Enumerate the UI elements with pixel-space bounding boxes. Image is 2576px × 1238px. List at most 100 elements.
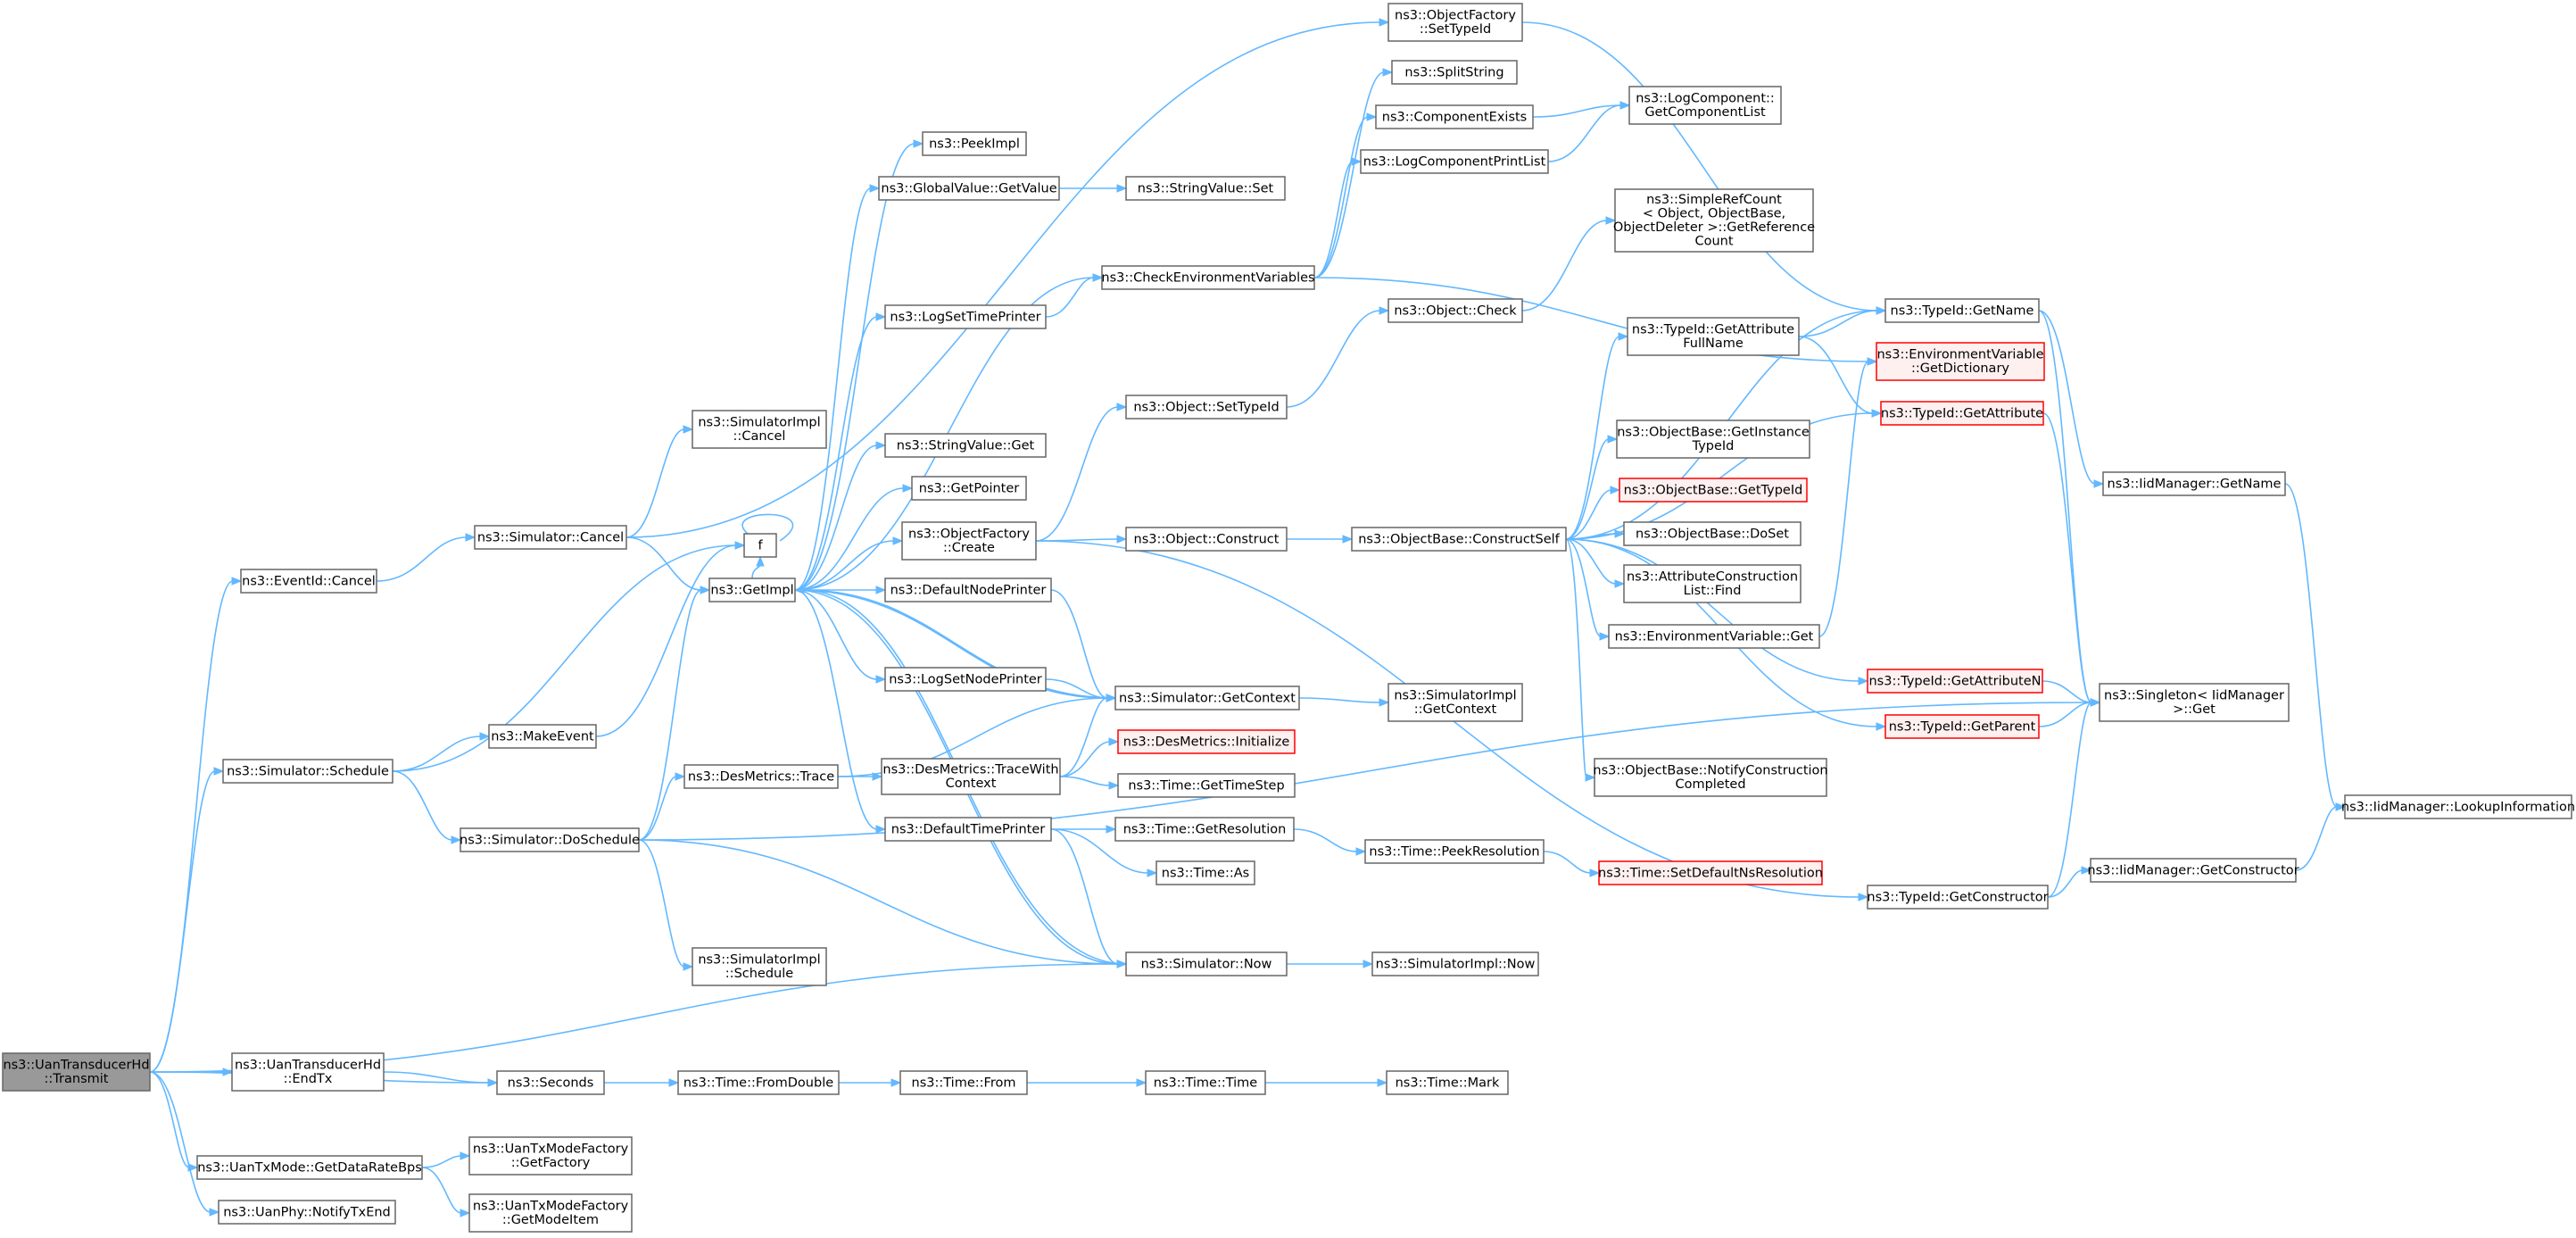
node-f[interactable]: f <box>743 533 777 558</box>
node-constructself[interactable]: ns3::ObjectBase::ConstructSelf <box>1351 527 1567 552</box>
node-typeid-getname[interactable]: ns3::TypeId::GetName <box>1884 298 2040 323</box>
node-getimpl[interactable]: ns3::GetImpl <box>708 577 796 602</box>
node-typeid-getattributen[interactable]: ns3::TypeId::GetAttributeN <box>1867 669 2043 694</box>
node-box <box>1125 951 1288 976</box>
node-seconds[interactable]: ns3::Seconds <box>496 1070 605 1095</box>
node-simimpl-getcontext[interactable]: ns3::SimulatorImpl::GetContext <box>1387 683 1523 722</box>
node-box <box>692 947 827 986</box>
node-sim-getcontext[interactable]: ns3::Simulator::GetContext <box>1114 685 1300 710</box>
node-time-gettimestep[interactable]: ns3::Time::GetTimeStep <box>1117 773 1296 798</box>
node-ob-doset[interactable]: ns3::ObjectBase::DoSet <box>1623 521 1802 546</box>
node-makeevent[interactable]: ns3::MakeEvent <box>488 724 597 749</box>
call-edge-arrowhead <box>1599 632 1611 641</box>
node-box <box>468 1136 633 1176</box>
node-label: f <box>758 538 763 553</box>
node-typeid-getparent[interactable]: ns3::TypeId::GetParent <box>1884 714 2040 739</box>
node-logcomp-getlist[interactable]: ns3::LogComponent::GetComponentList <box>1628 86 1782 125</box>
node-objfactory-settypeid[interactable]: ns3::ObjectFactory::SetTypeId <box>1387 3 1523 42</box>
node-time-from[interactable]: ns3::Time::From <box>899 1070 1028 1095</box>
node-object-settypeid[interactable]: ns3::Object::SetTypeId <box>1125 395 1288 420</box>
call-edge-line <box>638 776 677 841</box>
node-objfactory-create[interactable]: ns3::ObjectFactory::Create <box>901 521 1037 561</box>
node-simimpl-now[interactable]: ns3::SimulatorImpl::Now <box>1371 951 1539 976</box>
node-time-peekres[interactable]: ns3::Time::PeekResolution <box>1364 839 1545 864</box>
node-box <box>1360 149 1549 174</box>
node-label: ns3::TypeId::GetAttributeN <box>1868 674 2041 688</box>
call-edge-line <box>794 316 878 591</box>
node-defaultnodeprinter[interactable]: ns3::DefaultNodePrinter <box>884 577 1052 602</box>
node-time-setdefault[interactable]: ns3::Time::SetDefaultNsResolution <box>1598 860 1823 885</box>
call-edge-line <box>794 589 878 830</box>
node-peekimpl[interactable]: ns3::PeekImpl <box>922 131 1027 156</box>
node-componentexists[interactable]: ns3::ComponentExists <box>1375 104 1534 129</box>
node-label: ns3::TypeId::GetConstructor <box>1867 890 2048 904</box>
node-typeid-getconstructor[interactable]: ns3::TypeId::GetConstructor <box>1867 885 2049 910</box>
node-splitstring[interactable]: ns3::SplitString <box>1391 60 1518 85</box>
node-box <box>474 525 627 550</box>
node-stringvalue-set[interactable]: ns3::StringValue::Set <box>1125 176 1286 201</box>
node-endtx[interactable]: ns3::UanTransducerHd::EndTx <box>231 1052 385 1092</box>
node-ob-notifyconstruction[interactable]: ns3::ObjectBase::NotifyConstructionCompl… <box>1593 758 1828 797</box>
call-edge-arrowhead <box>734 541 746 550</box>
node-stringvalue-get[interactable]: ns3::StringValue::Get <box>884 433 1047 458</box>
node-simimpl-cancel[interactable]: ns3::SimulatorImpl::Cancel <box>692 410 827 449</box>
node-desmetrics-init[interactable]: ns3::DesMetrics::Initialize <box>1117 729 1296 754</box>
node-desmetrics-trace[interactable]: ns3::DesMetrics::Trace <box>683 764 839 789</box>
node-time-getres[interactable]: ns3::Time::GetResolution <box>1114 817 1295 842</box>
node-logcomponentprintlist[interactable]: ns3::LogComponentPrintList <box>1360 149 1549 174</box>
node-iidmanager-getconstructor[interactable]: ns3::IidManager::GetConstructor <box>2087 858 2299 883</box>
node-time-fromdouble[interactable]: ns3::Time::FromDouble <box>677 1070 840 1095</box>
node-box <box>1125 395 1288 420</box>
node-eventid-cancel[interactable]: ns3::EventId::Cancel <box>240 569 377 594</box>
call-edge-line <box>751 564 761 579</box>
node-label: ::Transmit <box>45 1072 109 1086</box>
node-time-mark[interactable]: ns3::Time::Mark <box>1386 1070 1509 1095</box>
node-envvar-getdict[interactable]: ns3::EnvironmentVariable::GetDictionary <box>1876 342 2045 381</box>
node-typeid-getattribute[interactable]: ns3::TypeId::GetAttribute <box>1880 401 2044 426</box>
node-box <box>899 1070 1028 1095</box>
node-defaulttimeprinter[interactable]: ns3::DefaultTimePrinter <box>884 817 1052 842</box>
call-edge-line <box>794 143 915 591</box>
node-checkenv[interactable]: ns3::CheckEnvironmentVariables <box>1101 265 1315 290</box>
node-simimpl-schedule[interactable]: ns3::SimulatorImpl::Schedule <box>692 947 827 986</box>
node-time-time[interactable]: ns3::Time::Time <box>1145 1070 1266 1095</box>
node-factory-getfactory[interactable]: ns3::UanTxModeFactory::GetFactory <box>468 1136 633 1176</box>
node-envvar-get[interactable]: ns3::EnvironmentVariable::Get <box>1608 624 1820 649</box>
node-time-as[interactable]: ns3::Time::As <box>1155 860 1255 885</box>
call-edge-arrowhead <box>1355 847 1367 856</box>
node-sim-cancel[interactable]: ns3::Simulator::Cancel <box>474 525 627 550</box>
node-label: Completed <box>1675 777 1745 792</box>
node-getpointer[interactable]: ns3::GetPointer <box>911 476 1027 501</box>
node-object-check[interactable]: ns3::Object::Check <box>1387 298 1523 323</box>
node-box <box>683 764 839 789</box>
node-iidmanager-getname[interactable]: ns3::IidManager::GetName <box>2102 471 2286 496</box>
node-label: ::SetTypeId <box>1420 22 1491 37</box>
node-gv-getvalue[interactable]: ns3::GlobalValue::GetValue <box>878 176 1060 201</box>
node-iidmanager-lookup[interactable]: ns3::IidManager::LookupInformation <box>2341 794 2575 819</box>
node-box <box>218 1200 396 1225</box>
node-box <box>1125 176 1286 201</box>
node-simplerefcount[interactable]: ns3::SimpleRefCount< Object, ObjectBase,… <box>1613 188 1815 253</box>
node-ob-gettypeid[interactable]: ns3::ObjectBase::GetTypeId <box>1619 478 1808 503</box>
node-factory-getmodeitem[interactable]: ns3::UanTxModeFactory::GetModeItem <box>468 1193 633 1233</box>
node-sim-schedule[interactable]: ns3::Simulator::Schedule <box>222 759 393 784</box>
node-singleton-get[interactable]: ns3::Singleton< IidManager>::Get <box>2099 683 2290 722</box>
node-logsettimeprinter[interactable]: ns3::LogSetTimePrinter <box>884 304 1047 329</box>
call-edge-arrowhead <box>1116 184 1128 193</box>
node-transmit[interactable]: ns3::UanTransducerHd::Transmit <box>2 1052 151 1092</box>
node-getdatarate[interactable]: ns3::UanTxMode::GetDataRateBps <box>196 1155 423 1180</box>
node-sim-now[interactable]: ns3::Simulator::Now <box>1125 951 1288 976</box>
node-sim-doschedule[interactable]: ns3::Simulator::DoSchedule <box>460 827 640 852</box>
node-box <box>708 577 796 602</box>
call-edge-arrowhead <box>1618 332 1629 341</box>
node-logsetnodeprinter[interactable]: ns3::LogSetNodePrinter <box>884 667 1047 692</box>
call-edge-line <box>2047 869 2083 898</box>
node-label: ns3::DesMetrics::Initialize <box>1123 735 1290 749</box>
node-notifytxend[interactable]: ns3::UanPhy::NotifyTxEnd <box>218 1200 396 1225</box>
call-edge-endtx-to-seconds <box>383 1071 499 1087</box>
node-object-construct[interactable]: ns3::Object::Construct <box>1125 527 1288 552</box>
